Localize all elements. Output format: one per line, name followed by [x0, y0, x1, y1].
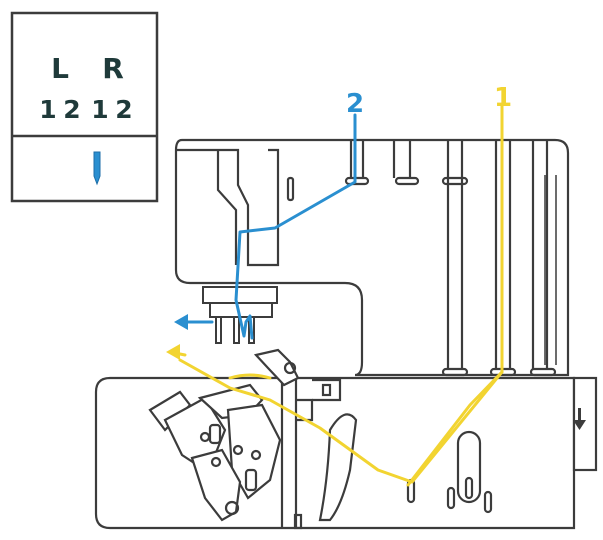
needle-icon [93, 151, 101, 186]
thread-2-blue [184, 113, 357, 340]
left-label: L [51, 52, 69, 85]
thread-2-arrowhead [174, 314, 188, 330]
lower-base [94, 348, 598, 530]
arrow-down-icon [573, 408, 586, 430]
dial-value-2: 2 [63, 95, 80, 124]
thread-1-label: 1 [494, 83, 512, 113]
thread-1-arrowhead [166, 344, 180, 360]
thread-2-label: 2 [346, 89, 364, 119]
upper-housing [174, 138, 570, 377]
settings-box: L R 1 2 1 2 [10, 11, 159, 203]
dial-value-4: 2 [115, 95, 132, 124]
thread-1-yellow [168, 103, 504, 487]
dial-value-3: 1 [91, 95, 108, 124]
dial-value-1: 1 [39, 95, 56, 124]
right-label: R [102, 52, 124, 85]
